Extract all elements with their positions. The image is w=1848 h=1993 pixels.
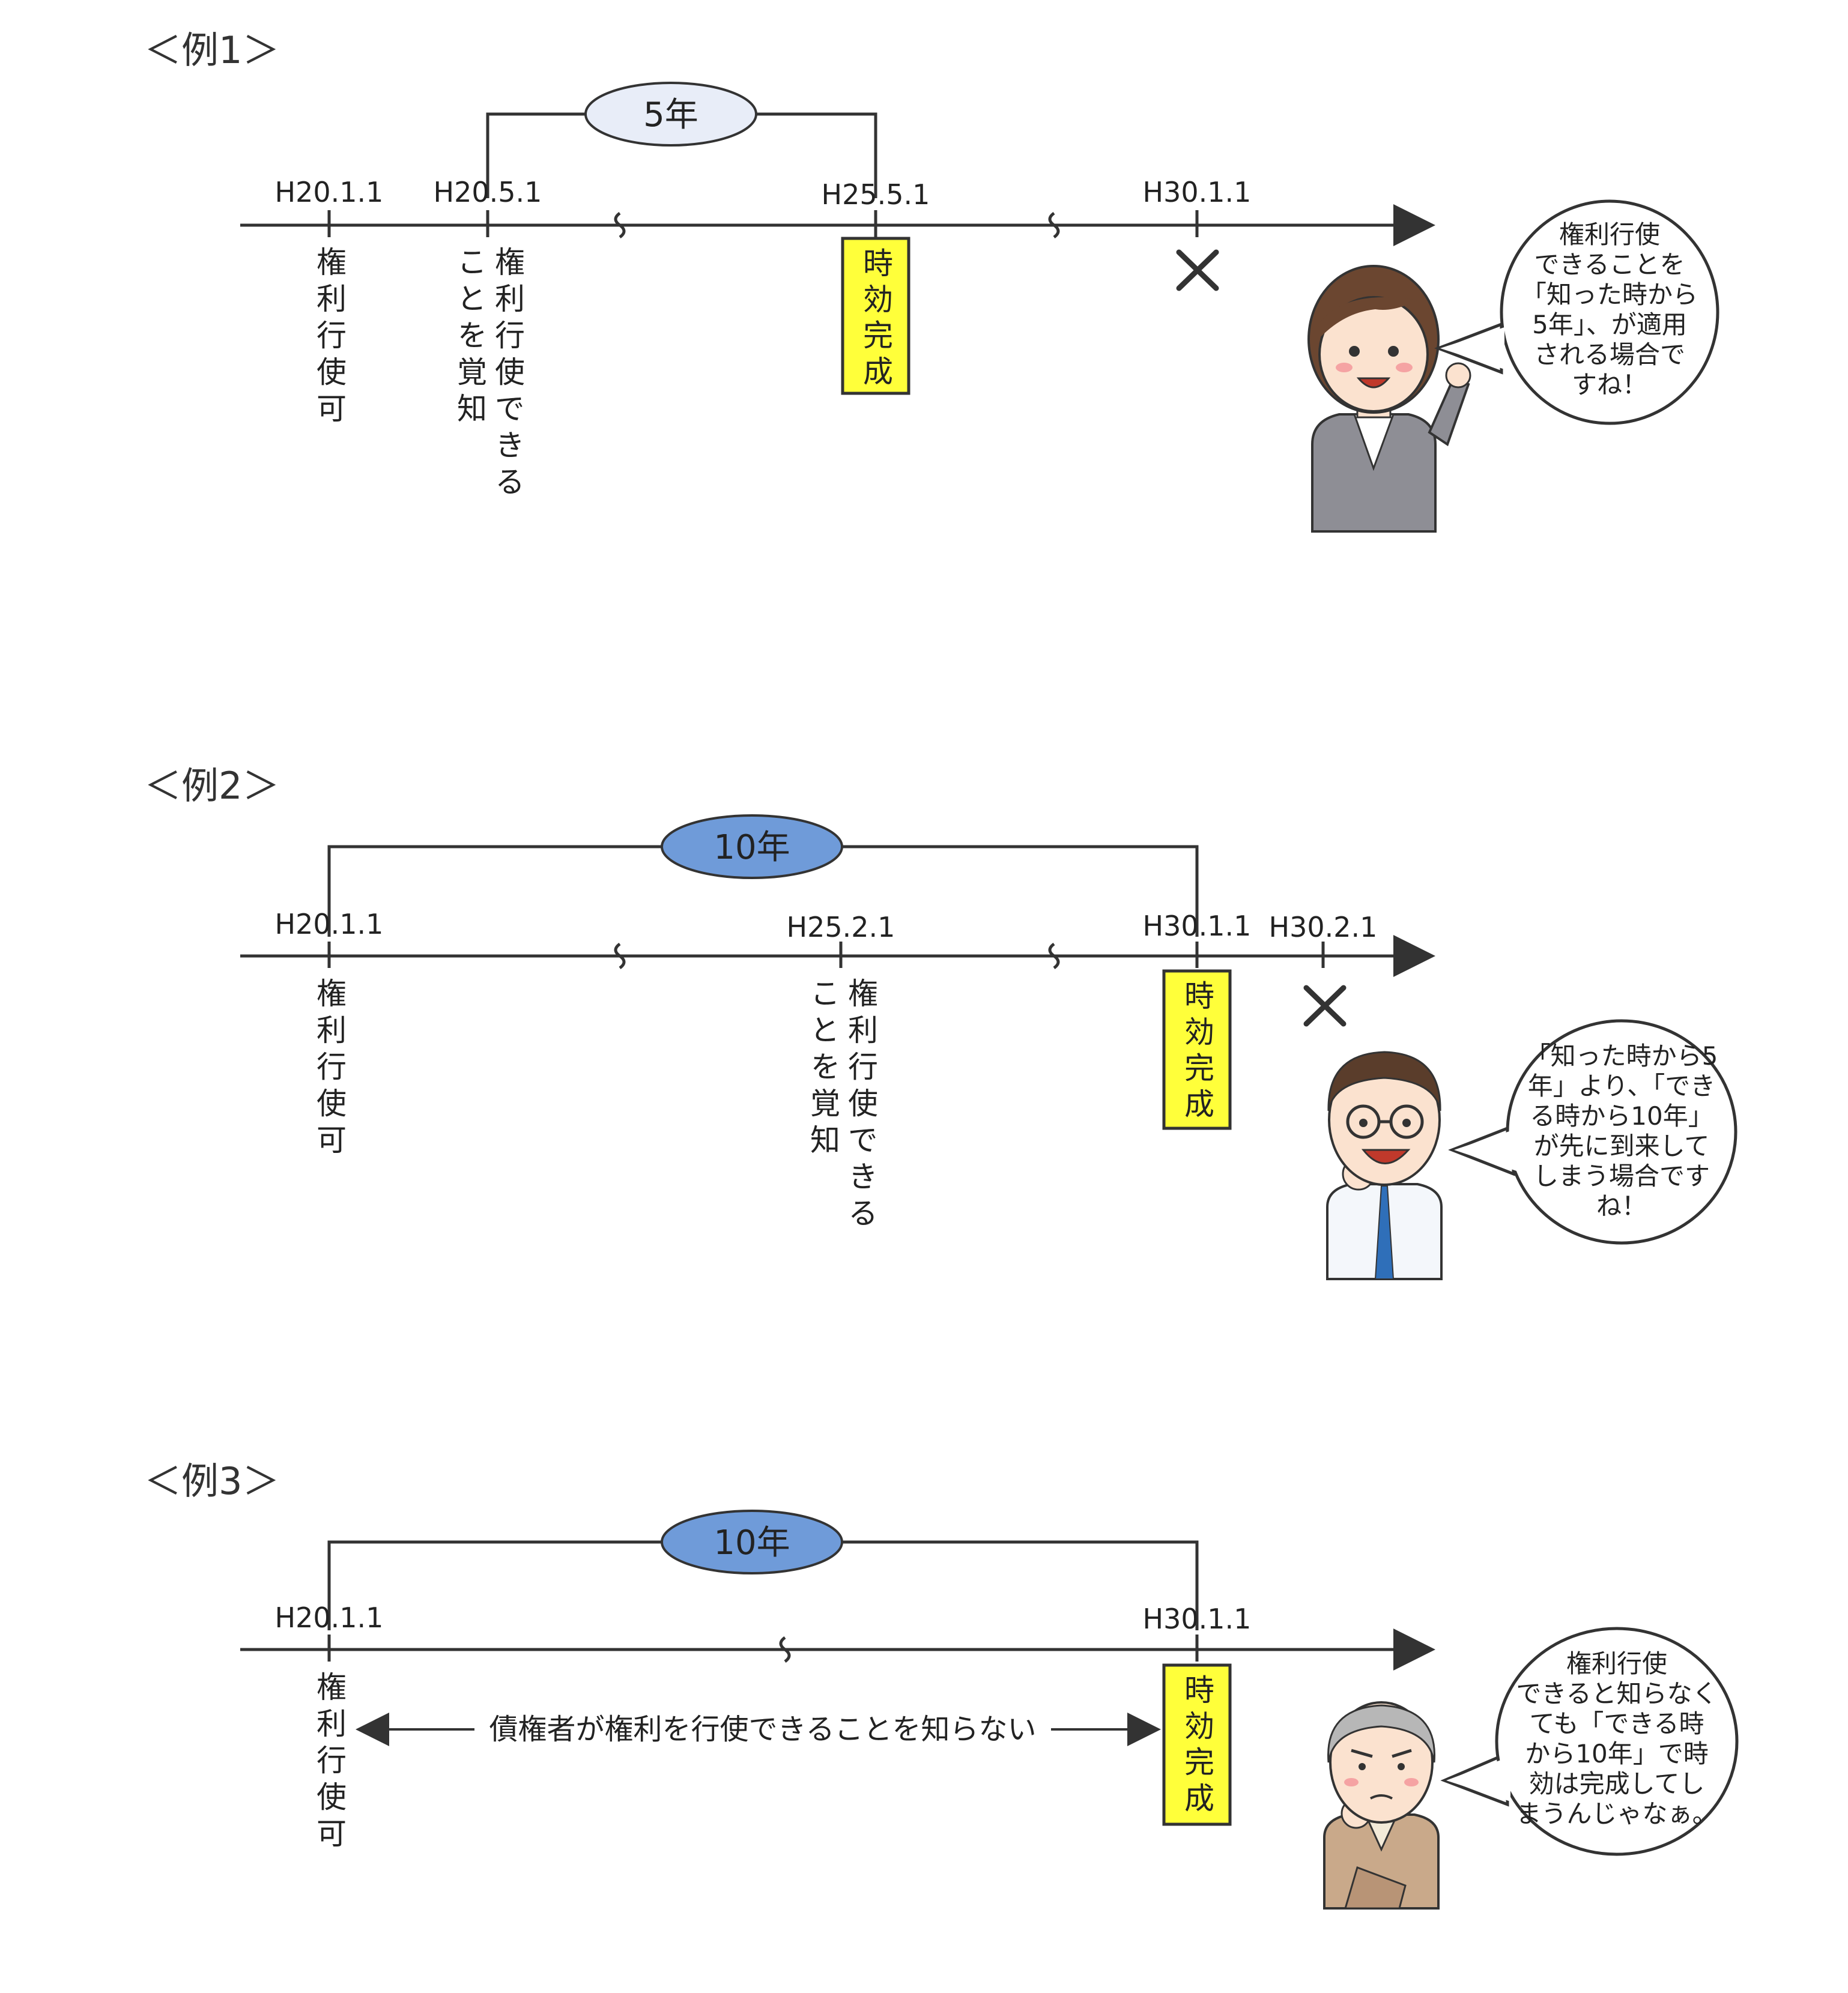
- example-1-prescription-box: [841, 237, 910, 395]
- example-3-speech-line-4: から10年」で時: [1525, 1739, 1708, 1768]
- example-2: ＜例2＞ 10年 H20.1.1 H25.2.1 H30.1.1 H30.2.1…: [144, 764, 1737, 1280]
- example-3-arrow-label: 債権者が権利を行使できることを知らない: [489, 1713, 1036, 1746]
- example-1-heading: ＜例1＞: [144, 28, 279, 72]
- example-3-speech-line-2: できると知らなく: [1516, 1679, 1717, 1708]
- example-1-speech-line-2: できることを: [1534, 250, 1685, 279]
- example-1-date-2: H20.5.1: [434, 176, 542, 208]
- example-1-break-mark-2: [1048, 211, 1060, 239]
- example-1-span-ellipse: [584, 82, 757, 147]
- example-2-cross-icon: [1303, 985, 1347, 1027]
- example-1-cross-icon: [1176, 249, 1219, 291]
- example-2-date-4: H30.2.1: [1269, 911, 1378, 943]
- old-man-icon: [1323, 1701, 1440, 1910]
- example-1-date-4: H30.1.1: [1143, 176, 1252, 208]
- example-3-speech-line-3: ても「できる時: [1529, 1709, 1704, 1738]
- example-1-vertical-label-2a: 権利行使できる: [490, 246, 525, 503]
- woman-teacher-icon: [1307, 265, 1471, 533]
- example-3-speech-bubble: 権利行使 できると知らなく ても「できる時 から10年」で時 効は完成してし ま…: [1440, 1627, 1739, 1856]
- example-2-prescription-box: [1162, 969, 1232, 1130]
- example-2-date-1: H20.1.1: [275, 908, 384, 940]
- example-3-heading: ＜例3＞: [144, 1459, 279, 1503]
- example-1-vertical-label-2b: ことを覚知: [452, 246, 487, 429]
- example-2-heading: ＜例2＞: [144, 764, 279, 808]
- example-3-prescription-label: 時効完成: [1180, 1674, 1214, 1818]
- example-3-prescription-box: [1162, 1663, 1232, 1826]
- example-2-speech-line-5: しまう場合です: [1533, 1161, 1710, 1191]
- example-1-date-1: H20.1.1: [275, 176, 384, 208]
- example-1-speech-line-5: される場合で: [1534, 340, 1685, 369]
- example-2-speech-line-4: が先に到来して: [1534, 1131, 1710, 1161]
- example-1-break-mark-1: [614, 211, 626, 239]
- example-3-speech-line-1: 権利行使: [1566, 1649, 1667, 1678]
- example-1: ＜例1＞ 5年 H20.1.1 H20.5.1 H25.5.1 H30.1.1 …: [144, 28, 1719, 533]
- example-2-speech-line-1: 「知った時から5: [1525, 1041, 1718, 1071]
- example-1-speech-line-4: 5年」、が適用: [1532, 310, 1687, 339]
- example-3-break-mark-1: [779, 1636, 791, 1663]
- example-3-date-1: H20.1.1: [275, 1601, 384, 1634]
- example-2-speech-line-3: る時から10年」: [1530, 1101, 1713, 1131]
- example-1-speech-line-6: すね！: [1572, 370, 1647, 399]
- example-2-vertical-label-1: 権利行使可: [312, 978, 347, 1161]
- example-3: ＜例3＞ 10年 H20.1.1 H30.1.1 権利行使可 債権者が権利を行使…: [144, 1459, 1739, 1910]
- example-2-date-2: H25.2.1: [787, 911, 895, 943]
- example-2-break-mark-1: [614, 942, 626, 970]
- example-2-span-label: 10年: [713, 828, 790, 867]
- example-3-vertical-label-1: 権利行使可: [312, 1671, 347, 1854]
- example-2-vertical-label-2a: 権利行使できる: [843, 978, 878, 1234]
- example-1-speech-line-1: 権利行使: [1559, 220, 1660, 249]
- example-2-vertical-label-2b: ことを覚知: [805, 978, 840, 1161]
- example-1-date-3: H25.5.1: [822, 178, 930, 211]
- example-3-span-label: 10年: [713, 1523, 790, 1562]
- example-1-speech-line-3: 「知った時から: [1521, 280, 1698, 309]
- man-glasses-icon: [1326, 1051, 1443, 1280]
- example-1-span-label: 5年: [643, 95, 698, 135]
- example-2-prescription-label: 時効完成: [1180, 980, 1214, 1124]
- example-2-speech-bubble: 「知った時から5 年」より、「でき る時から10年」 が先に到来して しまう場合…: [1448, 1019, 1737, 1245]
- example-3-speech-line-6: まうんじゃなぁ。: [1516, 1799, 1717, 1828]
- example-3-arrow-label-bg: [474, 1711, 1051, 1746]
- example-1-vertical-label-1: 権利行使可: [312, 246, 347, 429]
- example-2-speech-line-6: ね！: [1596, 1191, 1647, 1221]
- example-2-break-mark-2: [1048, 942, 1060, 970]
- example-1-speech-bubble: 権利行使 できることを 「知った時から 5年」、が適用 される場合で すね！: [1434, 199, 1719, 425]
- example-2-span-ellipse: [661, 814, 843, 879]
- example-2-date-3: H30.1.1: [1143, 910, 1252, 942]
- example-1-prescription-label: 時効完成: [858, 247, 893, 392]
- example-2-speech-line-2: 年」より、「でき: [1528, 1071, 1715, 1101]
- example-3-span-ellipse: [661, 1510, 843, 1574]
- example-3-date-3: H30.1.1: [1143, 1603, 1252, 1635]
- example-3-speech-line-5: 効は完成してし: [1529, 1769, 1705, 1798]
